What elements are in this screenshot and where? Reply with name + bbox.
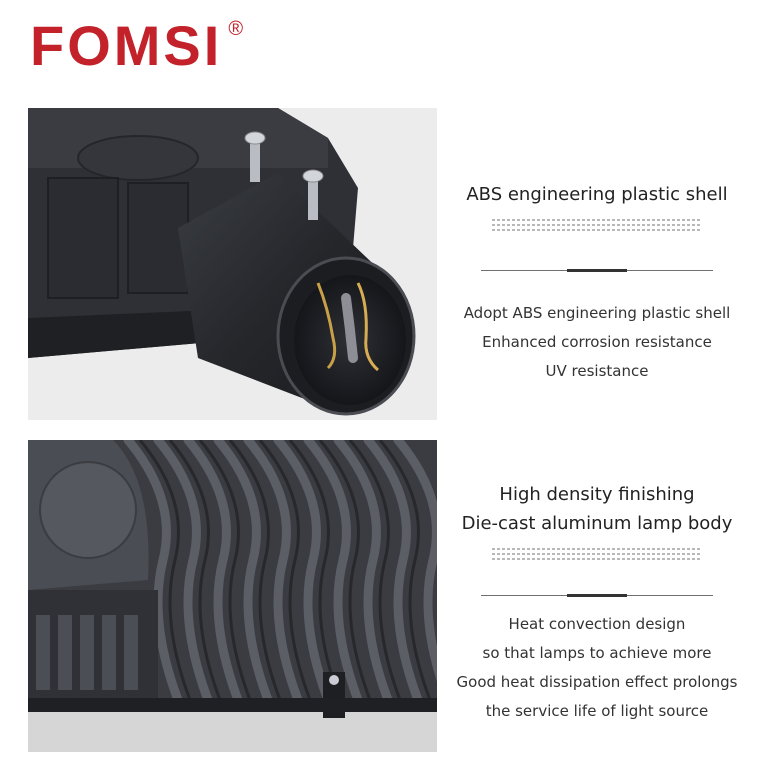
fine-print-lines: [492, 548, 702, 560]
section2-feature: the service life of light source: [485, 702, 709, 720]
section2-feature: so that lamps to achieve more: [482, 644, 712, 662]
aluminum-body-panel: High density finishing Die-cast aluminum…: [446, 480, 748, 726]
abs-shell-panel: ABS engineering plastic shell Adopt ABS …: [446, 180, 748, 386]
section1-feature: UV resistance: [545, 362, 649, 380]
section1-feature: Enhanced corrosion resistance: [482, 333, 712, 351]
section1-title: ABS engineering plastic shell: [466, 184, 728, 205]
registered-mark: ®: [228, 18, 244, 40]
section2-title-line: Die-cast aluminum lamp body: [461, 513, 733, 534]
brand-logo: FOMSI ®: [30, 14, 243, 78]
section2-title-line: High density finishing: [499, 484, 695, 505]
section2-feature: Good heat dissipation effect prolongs: [456, 673, 738, 691]
section1-divider: [481, 269, 713, 272]
brand-name: FOMSI: [30, 14, 223, 77]
section2-divider: [481, 594, 713, 597]
aluminum-body-photo: [28, 440, 437, 752]
fine-print-lines: [492, 219, 702, 231]
abs-shell-photo: [28, 108, 437, 420]
section1-feature: Adopt ABS engineering plastic shell: [463, 304, 731, 322]
section2-feature: Heat convection design: [508, 615, 686, 633]
